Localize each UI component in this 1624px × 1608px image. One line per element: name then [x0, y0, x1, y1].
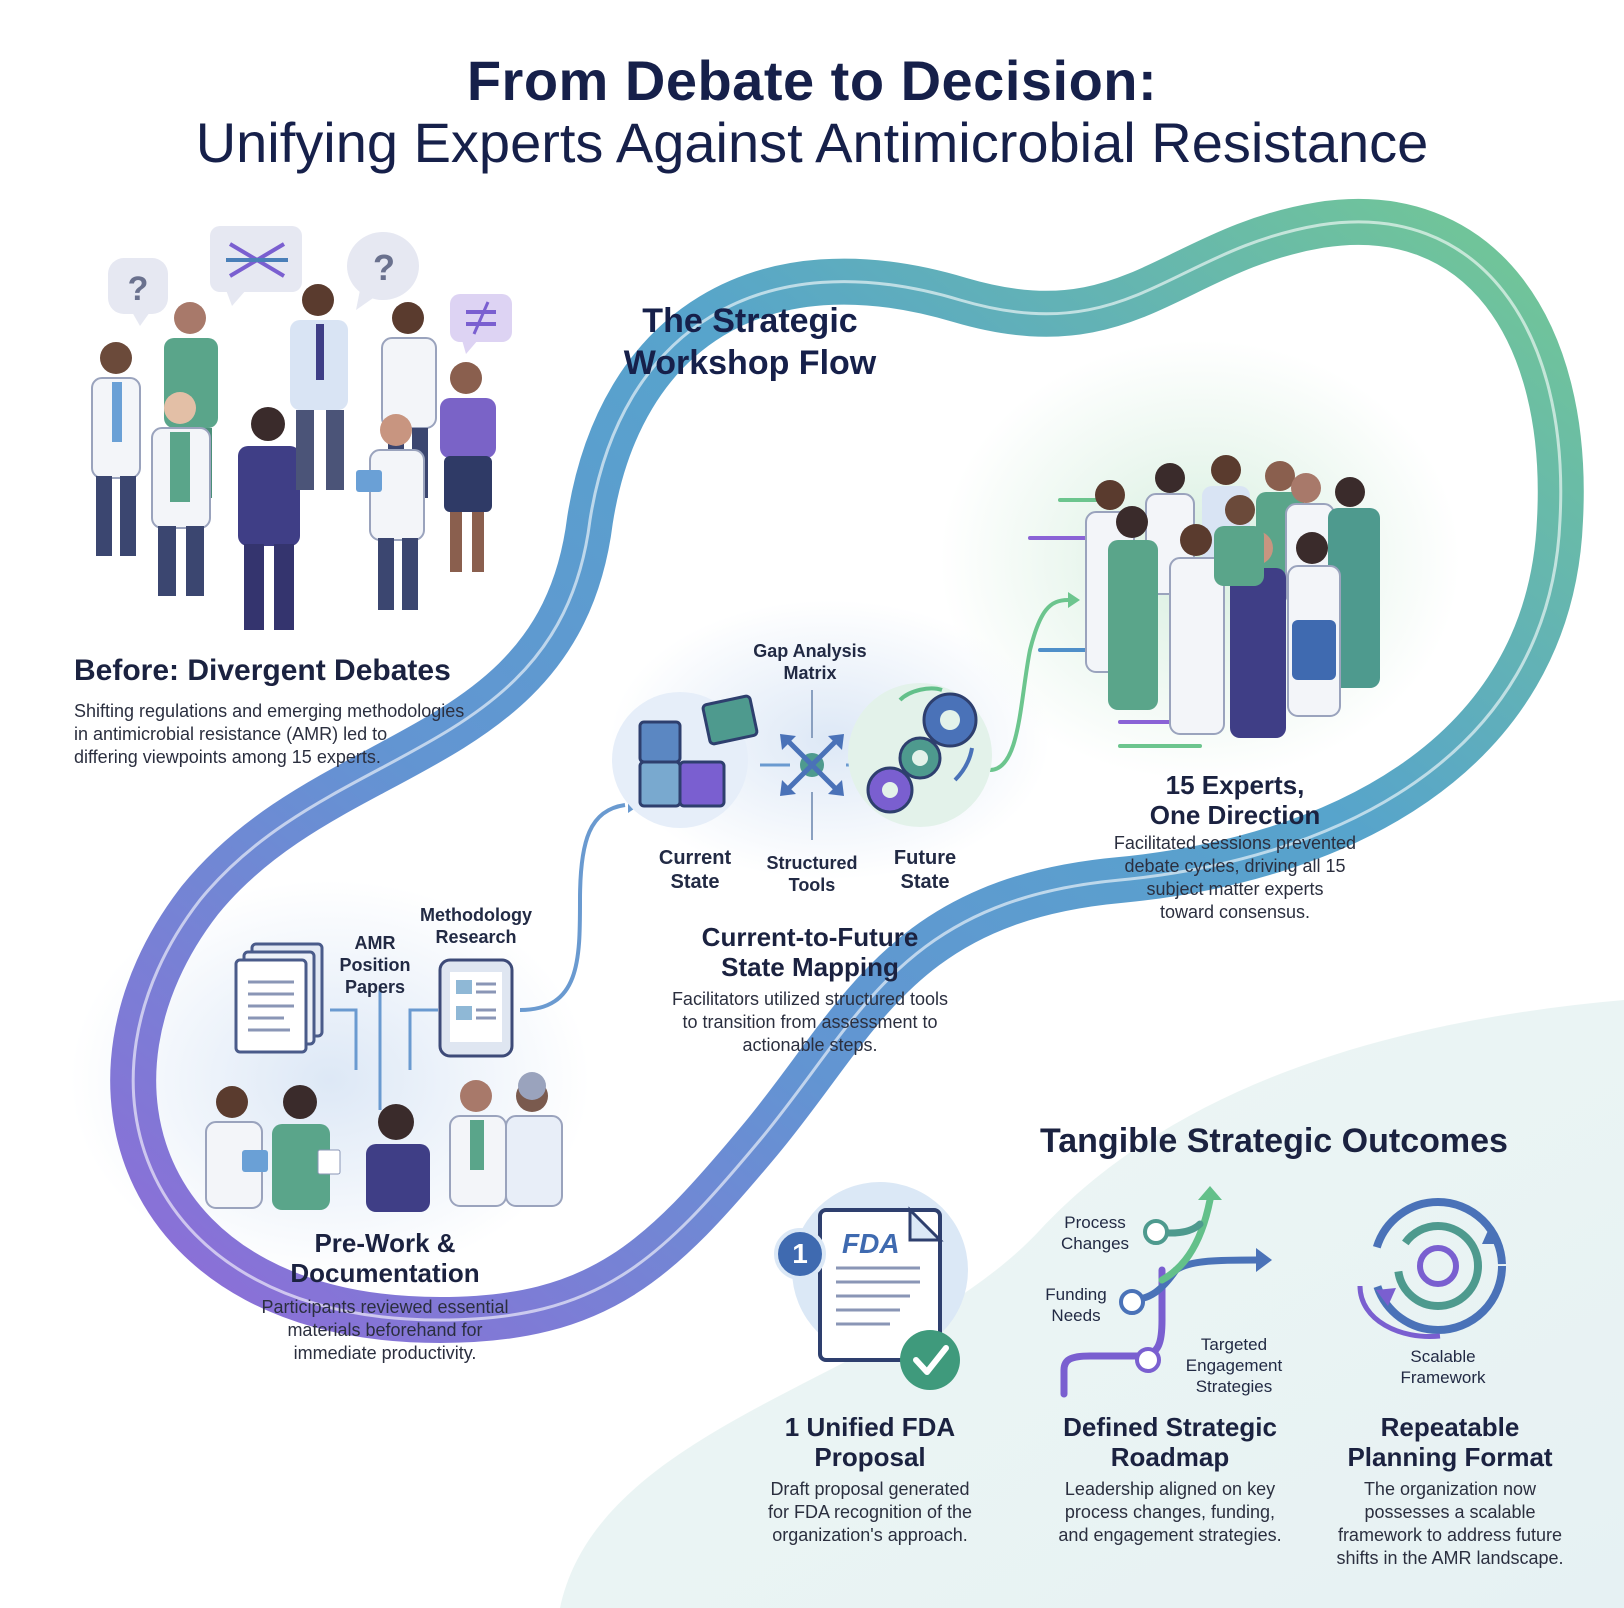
fda-doc-label: FDA [842, 1228, 900, 1259]
fda-badge: 1 [792, 1238, 808, 1269]
documents-illustration [234, 942, 514, 1110]
fda-description: Draft proposal generated for FDA recogni… [767, 1479, 973, 1545]
roadmap-description: Leadership aligned on key process change… [1058, 1479, 1282, 1545]
experts-crowd-illustration [1085, 455, 1380, 738]
debate-people-illustration: ? ? [91, 226, 512, 630]
targeted-strategies-label: Targeted Engagement Strategies [1185, 1335, 1283, 1396]
connector-arrow-1 [519, 803, 626, 1012]
outcomes-panel [560, 1000, 1624, 1608]
prework-description: Participants reviewed essential material… [261, 1297, 509, 1363]
before-heading: Before: Divergent Debates [74, 654, 451, 687]
speech-bubble-icon: ? [108, 258, 168, 326]
scalable-framework-label: Scalable Framework [1400, 1347, 1486, 1387]
funding-needs-label: Funding Needs [1045, 1285, 1107, 1325]
svg-text:?: ? [128, 270, 149, 308]
experts-heading: 15 Experts, One Direction [1149, 770, 1321, 830]
future-state-label: Future State [893, 847, 957, 893]
gap-analysis-icon [780, 690, 844, 840]
prework-people-illustration [205, 1072, 563, 1212]
fda-document-icon [774, 1182, 968, 1390]
process-changes-label: Process Changes [1060, 1213, 1130, 1253]
mapping-description: Facilitators utilized structured tools t… [671, 989, 949, 1055]
framework-heading: Repeatable Planning Format [1347, 1412, 1553, 1472]
speech-bubble-icon: ? [347, 232, 419, 310]
outcomes-heading: Tangible Strategic Outcomes [1040, 1122, 1508, 1160]
puzzle-icon [612, 692, 759, 828]
prework-heading: Pre-Work & Documentation [290, 1228, 480, 1288]
flow-label: The Strategic Workshop Flow [623, 302, 877, 382]
main-title: From Debate to Decision: [466, 49, 1158, 112]
connector-arrow-2 [989, 598, 1069, 772]
experts-description: Facilitated sessions prevented debate cy… [1113, 833, 1357, 922]
amr-papers-label: AMR Position Papers [339, 933, 411, 997]
methodology-research-label: Methodology Research [420, 905, 532, 947]
cycle-framework-icon [1357, 1198, 1506, 1340]
gears-icon [848, 683, 992, 827]
speech-bubble-icon [210, 226, 302, 306]
roadmap-heading: Defined Strategic Roadmap [1063, 1412, 1277, 1472]
before-description: Shifting regulations and emerging method… [74, 701, 465, 767]
current-state-label: Current State [658, 847, 732, 893]
fda-heading: 1 Unified FDA Proposal [784, 1412, 956, 1472]
framework-description: The organization now possesses a scalabl… [1336, 1479, 1564, 1568]
speech-bubble-icon [450, 294, 512, 354]
structured-tools-label: Structured Tools [766, 853, 858, 895]
svg-text:?: ? [373, 247, 395, 288]
mapping-heading: Current-to-Future State Mapping [701, 922, 919, 982]
gap-analysis-label: Gap Analysis Matrix [753, 641, 867, 683]
main-subtitle: Unifying Experts Against Antimicrobial R… [195, 111, 1429, 174]
roadmap-branches-icon [1060, 1186, 1272, 1398]
